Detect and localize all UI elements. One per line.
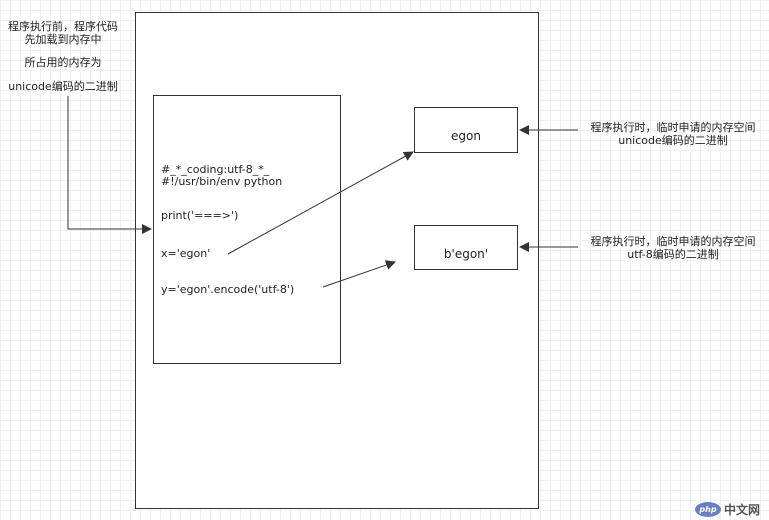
code-line-print: print('===>')	[161, 209, 239, 222]
code-line-coding: #_*_coding:utf-8_*_	[161, 163, 270, 176]
left-note-line-2: 先加载到内存中	[24, 33, 102, 46]
site-watermark: php 中文网	[695, 500, 765, 518]
right-note-1-line-1: 程序执行时，临时申请的内存空间	[590, 121, 756, 134]
left-note-line-1: 程序执行前，程序代码	[8, 20, 118, 33]
value-text-egon: egon	[451, 129, 481, 143]
php-logo-icon: php	[695, 501, 721, 517]
watermark-text: 中文网	[724, 502, 761, 517]
left-note-arrow	[67, 96, 152, 234]
right-note-2-line-2: utf-8编码的二进制	[627, 248, 719, 261]
y-to-bytes-arrow	[322, 260, 396, 288]
code-block	[153, 95, 341, 364]
code-line-x: x='egon'	[161, 247, 211, 260]
x-to-egon-arrow	[227, 151, 414, 255]
code-line-shebang: #!/usr/bin/env python	[161, 175, 283, 188]
left-note-line-4: unicode编码的二进制	[8, 80, 118, 93]
value-box-egon	[414, 107, 518, 153]
right-note-1-line-2: unicode编码的二进制	[618, 134, 728, 147]
right-note-2-line-1: 程序执行时，临时申请的内存空间	[590, 235, 756, 248]
value-text-bytes-egon: b'egon'	[443, 247, 489, 261]
code-line-y: y='egon'.encode('utf-8')	[161, 283, 295, 296]
value-box-bytes-egon	[414, 225, 518, 270]
left-note-line-3: 所占用的内存为	[24, 56, 102, 69]
